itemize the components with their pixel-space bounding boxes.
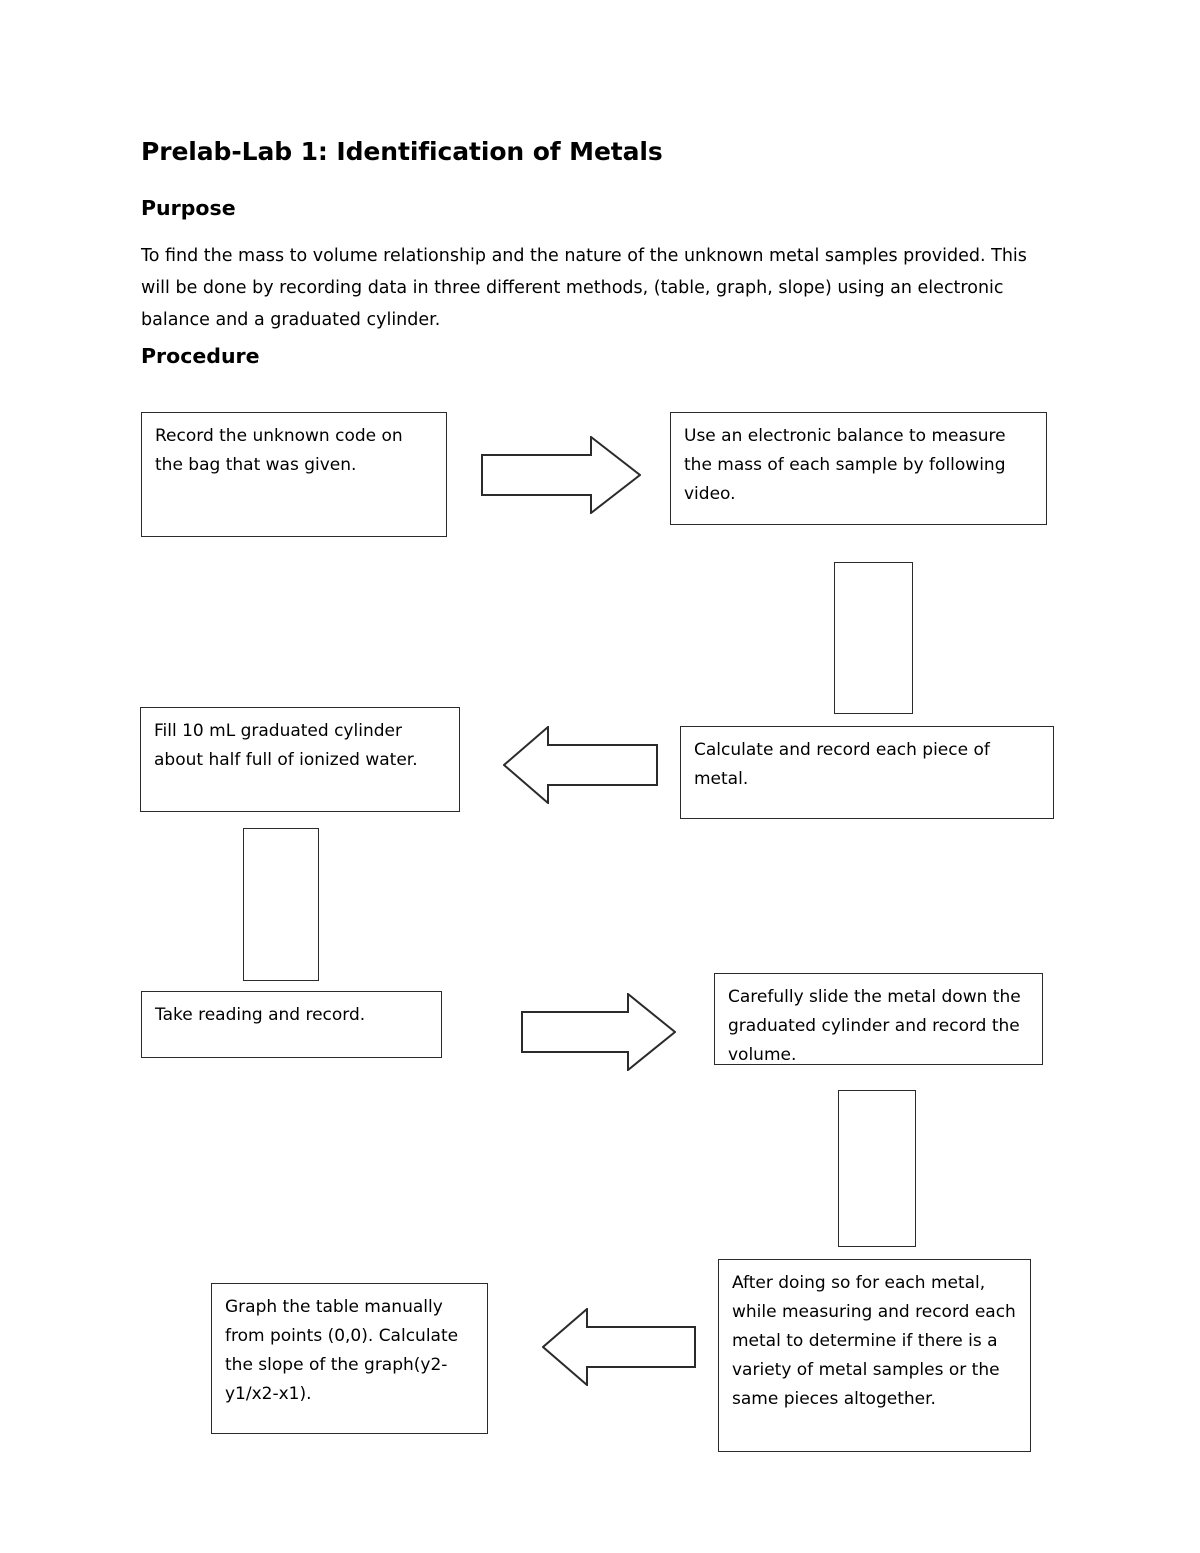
flowchart-box-step-5: Take reading and record. [141, 991, 442, 1058]
flowchart-box-step-1: Record the unknown code on the bag that … [141, 412, 447, 537]
flowchart-box-step-7: After doing so for each metal, while mea… [718, 1259, 1031, 1452]
arrow-left-icon-2 [542, 1308, 696, 1386]
page-title: Prelab-Lab 1: Identification of Metals [141, 137, 663, 166]
flowchart-box-step-8: Graph the table manually from points (0,… [211, 1283, 488, 1434]
flowchart-box-step-3: Calculate and record each piece of metal… [680, 726, 1054, 819]
connector-down-3 [838, 1090, 916, 1247]
arrow-left-icon-1 [503, 726, 658, 804]
connector-down-1 [834, 562, 913, 714]
flowchart-box-step-4: Fill 10 mL graduated cylinder about half… [140, 707, 460, 812]
arrow-right-icon-1 [481, 436, 641, 514]
flowchart-box-step-2: Use an electronic balance to measure the… [670, 412, 1047, 525]
flowchart-box-step-6: Carefully slide the metal down the gradu… [714, 973, 1043, 1065]
connector-down-2 [243, 828, 319, 981]
section-heading-procedure: Procedure [141, 344, 260, 368]
arrow-right-icon-2 [521, 993, 676, 1071]
purpose-paragraph: To find the mass to volume relationship … [141, 246, 1027, 330]
section-heading-purpose: Purpose [141, 196, 236, 220]
